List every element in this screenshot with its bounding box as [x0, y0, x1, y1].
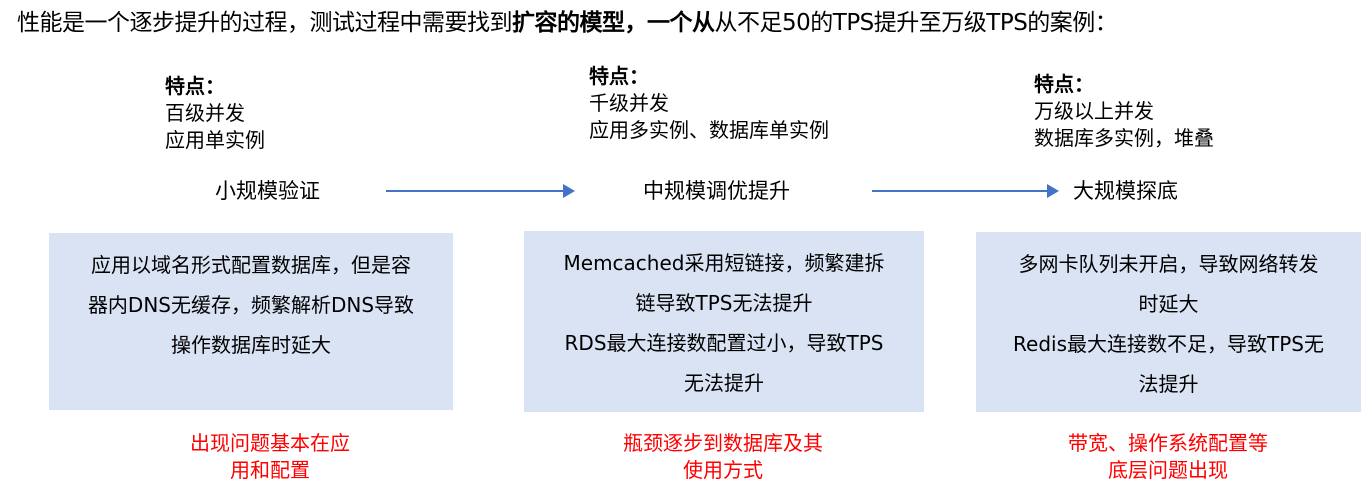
title-bold-part: 扩容的模型，一个从 — [512, 10, 715, 36]
stage-3-label: 大规模探底 — [1073, 179, 1178, 203]
issue-line: Memcached采用短链接，频繁建拆 — [563, 251, 885, 275]
stage-2-features: 特点： 千级并发 应用多实例、数据库单实例 — [589, 63, 829, 144]
issue-line: 法提升 — [1138, 372, 1199, 396]
stage-1-feature-line: 应用单实例 — [165, 128, 265, 152]
stage-1-conclusion: 出现问题基本在应 用和配置 — [170, 430, 370, 484]
title-part-2: 从不足50的TPS提升至万级TPS的案例： — [714, 10, 1118, 36]
stage-1-feature-title: 特点： — [165, 74, 225, 98]
stage-2-feature-title: 特点： — [589, 64, 649, 88]
stage-2-feature-line: 应用多实例、数据库单实例 — [589, 118, 829, 142]
stage-2-feature-line: 千级并发 — [589, 91, 669, 115]
stage-2-issues-box: Memcached采用短链接，频繁建拆 链导致TPS无法提升 RDS最大连接数配… — [524, 231, 924, 412]
issue-line: 无法提升 — [684, 371, 764, 395]
stage-3-features: 特点： 万级以上并发 数据库多实例，堆叠 — [1034, 71, 1214, 152]
arrow-right-icon — [563, 184, 575, 198]
stage-3-feature-line: 数据库多实例，堆叠 — [1034, 126, 1214, 150]
title-part-1: 性能是一个逐步提升的过程，测试过程中需要找到 — [17, 10, 513, 36]
conclusion-line: 使用方式 — [683, 458, 763, 482]
issue-line: 操作数据库时延大 — [171, 333, 331, 357]
stage-3-feature-title: 特点： — [1034, 72, 1094, 96]
conclusion-line: 用和配置 — [230, 458, 310, 482]
issue-line: 应用以域名形式配置数据库，但是容 — [91, 253, 411, 277]
stage-2-conclusion: 瓶颈逐步到数据库及其 使用方式 — [598, 430, 848, 484]
conclusion-line: 底层问题出现 — [1108, 458, 1228, 482]
conclusion-line: 出现问题基本在应 — [190, 431, 350, 455]
issue-line: Redis最大连接数不足，导致TPS无 — [1013, 332, 1324, 356]
stage-2-label: 中规模调优提升 — [643, 179, 790, 203]
issue-line: 多网卡队列未开启，导致网络转发 — [1018, 252, 1319, 276]
arrow-stage-1-to-2 — [386, 184, 575, 198]
stage-1-label: 小规模验证 — [215, 179, 320, 203]
stage-1-issues-box: 应用以域名形式配置数据库，但是容 器内DNS无缓存，频繁解析DNS导致 操作数据… — [49, 233, 453, 410]
conclusion-line: 带宽、操作系统配置等 — [1068, 431, 1268, 455]
conclusion-line: 瓶颈逐步到数据库及其 — [623, 431, 823, 455]
stage-3-feature-line: 万级以上并发 — [1034, 99, 1154, 123]
arrow-right-icon — [1047, 184, 1059, 198]
issue-line: 时延大 — [1138, 292, 1199, 316]
arrow-shaft — [386, 190, 564, 192]
stage-1-feature-line: 百级并发 — [165, 101, 245, 125]
issue-line: 器内DNS无缓存，频繁解析DNS导致 — [87, 293, 415, 317]
issue-line: RDS最大连接数配置过小，导致TPS — [564, 331, 884, 355]
stage-3-conclusion: 带宽、操作系统配置等 底层问题出现 — [1043, 430, 1293, 484]
page-title: 性能是一个逐步提升的过程，测试过程中需要找到扩容的模型，一个从从不足50的TPS… — [17, 6, 1118, 40]
arrow-shaft — [872, 190, 1048, 192]
arrow-stage-2-to-3 — [872, 184, 1059, 198]
issue-line: 链导致TPS无法提升 — [635, 291, 813, 315]
stage-1-features: 特点： 百级并发 应用单实例 — [165, 73, 265, 154]
stage-3-issues-box: 多网卡队列未开启，导致网络转发 时延大 Redis最大连接数不足，导致TPS无 … — [976, 232, 1361, 412]
